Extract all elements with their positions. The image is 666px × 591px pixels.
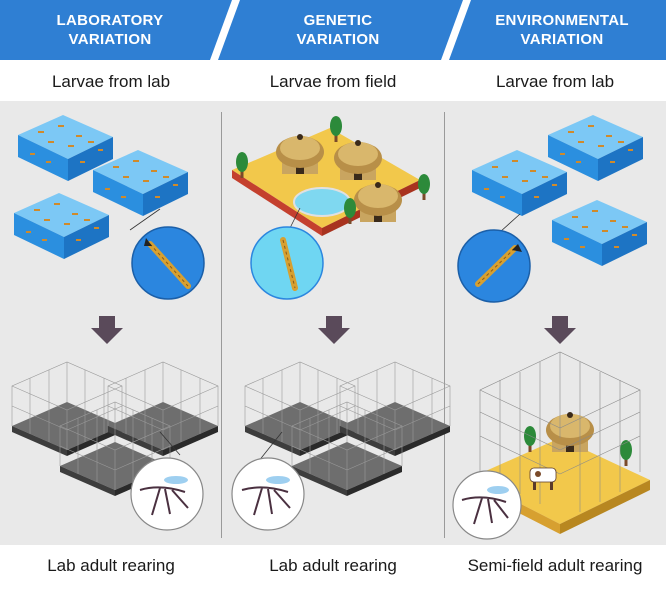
field-village	[232, 116, 430, 236]
larvae-source-label-1: Larvae from lab	[0, 66, 222, 98]
mosquito-magnifier-2	[231, 431, 305, 531]
arrow-down-1	[91, 316, 123, 344]
header-segment-1	[0, 0, 232, 60]
larvae-source-label-3: Larvae from lab	[444, 66, 666, 98]
adult-rearing-label-1: Lab adult rearing	[47, 556, 175, 575]
mosquito-magnifier-3	[452, 470, 522, 540]
header-segment-2	[218, 0, 463, 60]
larva-magnifier-2	[250, 207, 324, 300]
larva-magnifier-3	[457, 213, 531, 303]
mosquito-magnifier-1	[130, 431, 204, 531]
cow	[529, 467, 557, 490]
adult-rearing-label-3: Semi-field adult rearing	[467, 556, 643, 575]
larvae-source-label-2: Larvae from field	[222, 66, 444, 98]
arrow-down-3	[544, 316, 576, 344]
larva-magnifier-1	[129, 208, 205, 300]
header-segment-3	[449, 0, 666, 60]
column-divider-2	[444, 112, 445, 538]
column-divider-1	[221, 112, 222, 538]
header-band	[0, 0, 666, 60]
arrow-down-2	[318, 316, 350, 344]
adult-rearing-label-2: Lab adult rearing	[269, 556, 397, 575]
